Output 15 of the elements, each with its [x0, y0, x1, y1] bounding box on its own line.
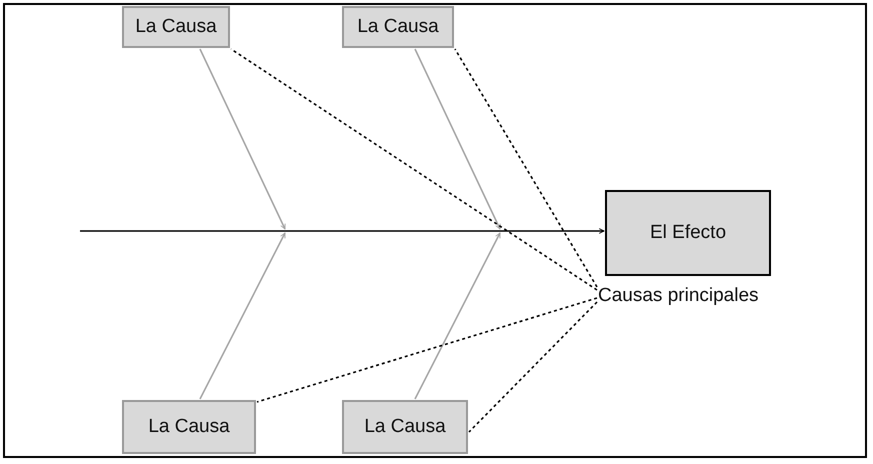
cause-box: La Causa	[122, 6, 230, 48]
arrow	[414, 232, 501, 400]
callout-text: Causas principales	[598, 282, 760, 310]
arrow	[199, 48, 286, 230]
cause-box: La Causa	[342, 6, 454, 48]
cause-box: La Causa	[342, 400, 468, 454]
leader-line	[468, 301, 598, 433]
arrow	[80, 228, 604, 234]
leader-line	[256, 297, 598, 403]
leader-line	[454, 48, 598, 288]
arrow	[414, 48, 501, 230]
cause-box: La Causa	[122, 400, 256, 454]
effect-box: El Efecto	[605, 190, 771, 276]
arrow	[199, 232, 286, 400]
leader-line	[230, 48, 598, 291]
